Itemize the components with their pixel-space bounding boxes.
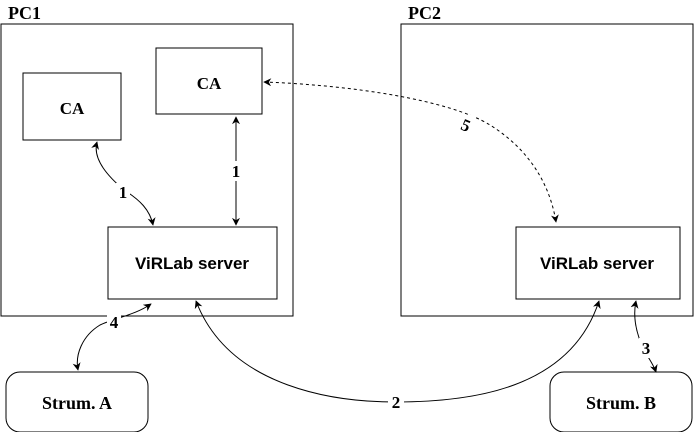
connection-2: 2 — [194, 300, 601, 412]
server2-label: ViRLab server — [540, 254, 654, 273]
server1-node: ViRLab server — [107, 226, 278, 300]
ca-left-node: CA — [22, 72, 122, 141]
connection-4: 4 — [72, 303, 152, 371]
ca-left-label: CA — [60, 99, 85, 118]
pc1-label: PC1 — [8, 3, 41, 23]
strum-a-label: Strum. A — [42, 393, 112, 413]
connection-3: 3 — [630, 300, 658, 373]
connection-1b-label: 1 — [232, 162, 241, 181]
server1-label: ViRLab server — [135, 254, 249, 273]
connection-5: 5 — [263, 78, 559, 223]
connection-2-label: 2 — [392, 393, 401, 412]
strum-a-node: Strum. A — [5, 371, 149, 432]
strum-b-node: Strum. B — [549, 371, 693, 432]
strum-b-label: Strum. B — [586, 393, 656, 413]
server2-node: ViRLab server — [515, 226, 681, 300]
ca-top-label: CA — [197, 74, 222, 93]
ca-top-node: CA — [155, 47, 263, 115]
connection-3-label: 3 — [642, 339, 651, 358]
connection-1b: 1 — [229, 116, 243, 226]
connection-4-label: 4 — [110, 313, 119, 332]
pc2-label: PC2 — [408, 3, 441, 23]
connection-1a-label: 1 — [119, 183, 128, 202]
connection-1a: 1 — [91, 141, 156, 226]
